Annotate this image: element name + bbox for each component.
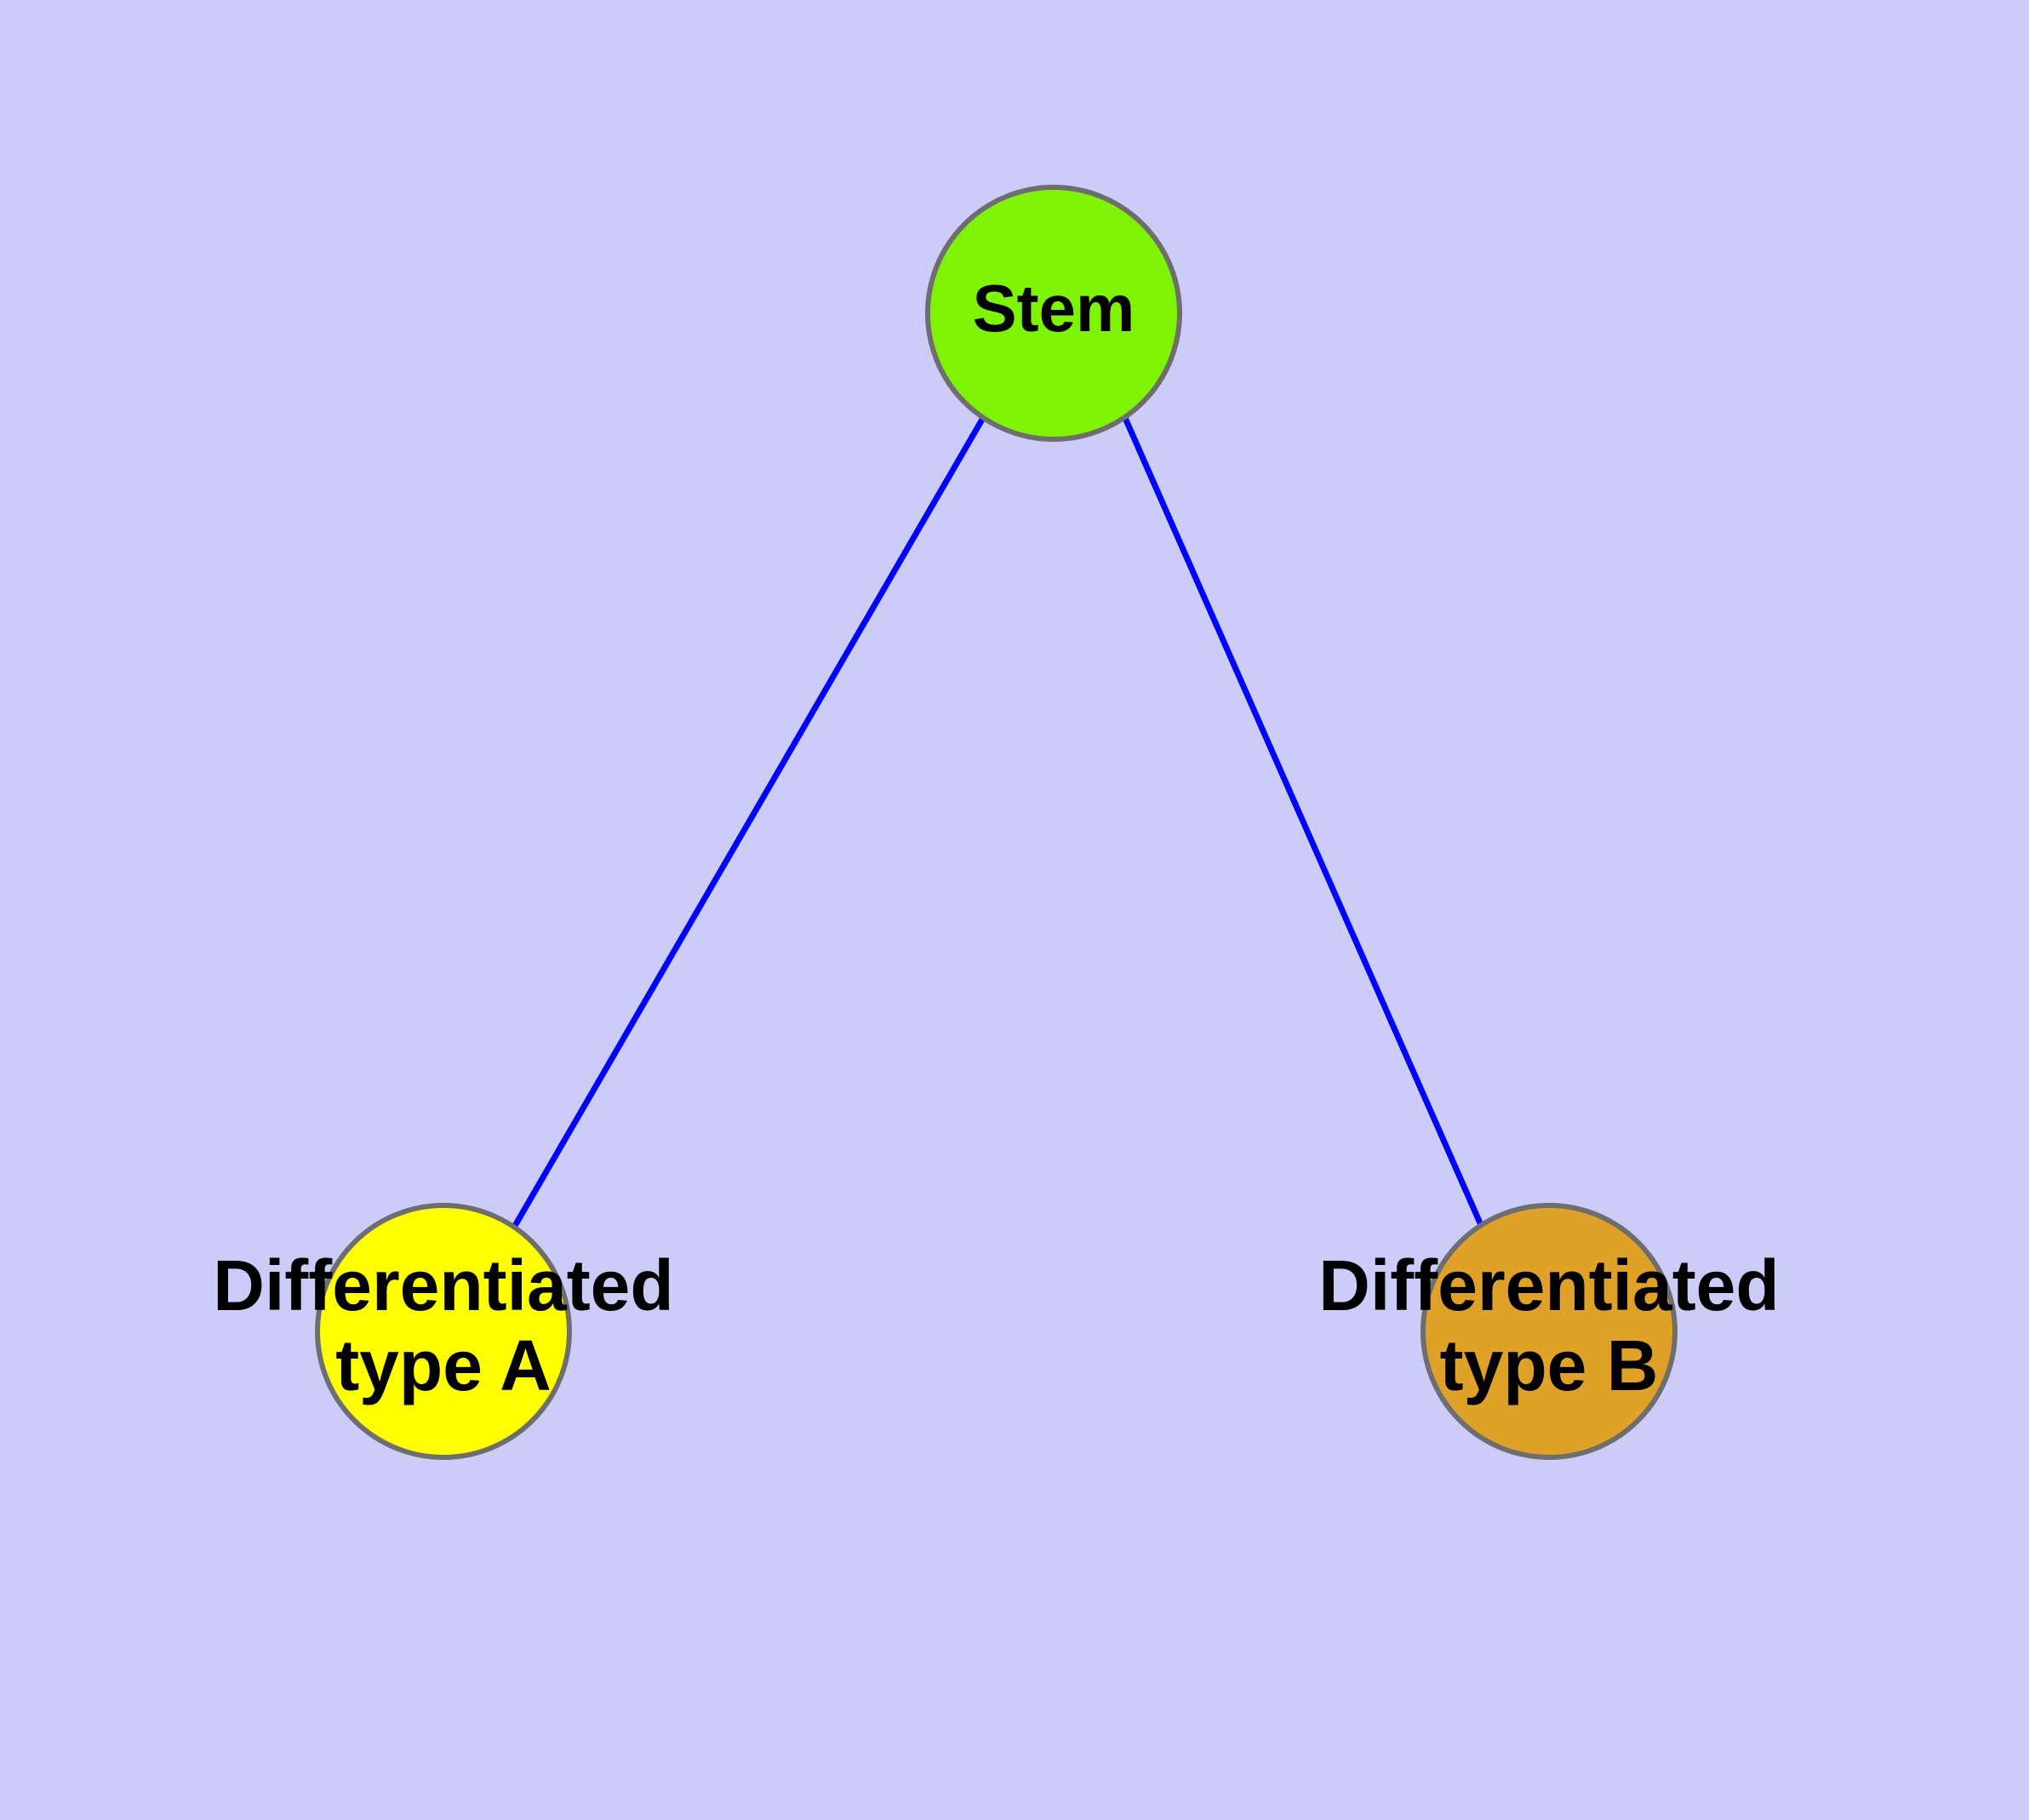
edge-stem-to-b[interactable] [1122, 416, 1484, 1227]
edges-layer [512, 416, 1484, 1228]
node-stem[interactable]: Stem [925, 185, 1182, 442]
edge-stem-to-a[interactable] [512, 416, 986, 1228]
node-label-stem: Stem [973, 271, 1135, 346]
node-label-line: type A [335, 1325, 552, 1405]
node-label-line: Stem [973, 271, 1135, 346]
node-circle-diff-b[interactable] [1420, 1203, 1677, 1460]
node-label-line: type B [1440, 1325, 1659, 1405]
node-label-line: Differentiated [213, 1245, 673, 1325]
node-circle-diff-a[interactable] [315, 1203, 572, 1460]
node-label-line: Differentiated [1318, 1245, 1779, 1325]
node-circle-stem[interactable] [925, 185, 1182, 442]
